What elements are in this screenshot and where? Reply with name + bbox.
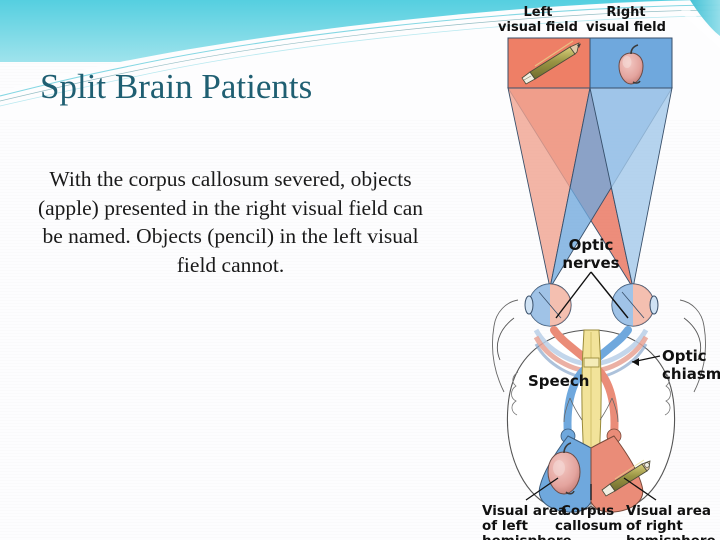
visual-area-left-label-line2: of left <box>482 518 529 534</box>
head-outline-sides <box>496 317 702 361</box>
split-brain-diagram: Left visual field Right visual field <box>478 0 720 540</box>
brain-gyri-right <box>663 371 671 416</box>
brain-gyri-left <box>511 371 519 416</box>
apple-icon-right-field <box>618 44 644 85</box>
right-visual-field-label-line2: visual field <box>586 20 666 35</box>
speech-label: Speech <box>528 372 589 390</box>
left-eye <box>524 283 572 327</box>
visual-area-right-label-line1: Visual area <box>626 503 711 519</box>
optic-nerves-label-line2: nerves <box>562 254 619 272</box>
visual-area-left-label-line1: Visual area <box>482 503 567 519</box>
head-contour-right <box>679 299 706 393</box>
slide-body-text: With the corpus callosum severed, object… <box>37 167 424 277</box>
visual-area-right-label-line3: hemisphere <box>626 533 716 540</box>
left-visual-field-label-line2: visual field <box>498 20 578 35</box>
corpus-callosum-label-line2: callosum <box>555 518 622 534</box>
optic-chiasm-label-line1: Optic <box>662 347 707 365</box>
right-eye <box>611 283 659 327</box>
optic-nerves-label-line1: Optic <box>569 236 614 254</box>
right-visual-field-label-line1: Right <box>606 5 645 20</box>
right-field-cone-to-right-eye <box>589 87 673 289</box>
optic-nerve-pointer-lines <box>555 271 629 319</box>
optic-chiasm-label-line2: chiasm <box>662 365 720 383</box>
apple-icon-left-hemisphere <box>547 442 581 495</box>
visual-area-right-label-line2: of right <box>626 518 683 534</box>
visual-area-left-leader <box>525 477 559 501</box>
slide-title: Split Brain Patients <box>40 67 313 106</box>
pencil-icon-left-field <box>521 40 581 85</box>
corpus-callosum-label-line1: Corpus <box>561 503 614 519</box>
head-contour-left <box>492 299 519 393</box>
visual-area-right-leader <box>623 477 657 501</box>
optic-chiasm-arrowhead <box>632 358 639 366</box>
left-visual-field-label-line1: Left <box>524 5 553 20</box>
brain-vessels <box>563 397 619 423</box>
visual-area-left-label-line3: hemisphere <box>482 533 572 540</box>
pencil-icon-right-hemisphere <box>601 459 651 497</box>
severed-callosum-marker <box>583 357 600 368</box>
